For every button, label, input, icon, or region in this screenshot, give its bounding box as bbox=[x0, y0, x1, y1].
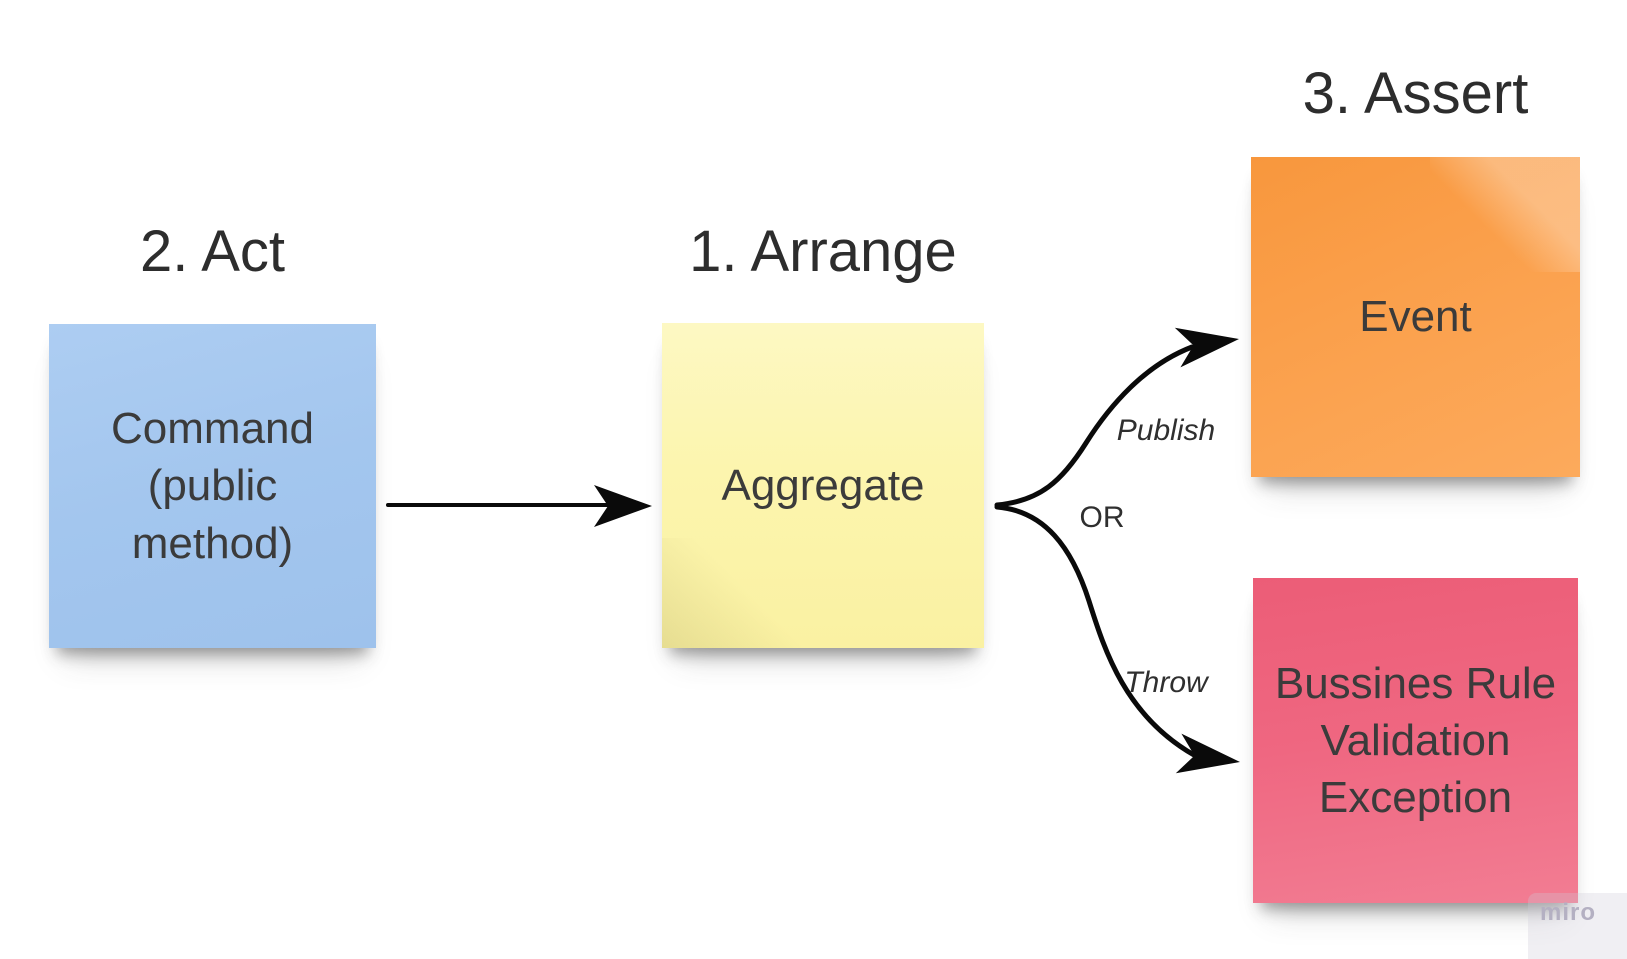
heading-act[interactable]: 2. Act bbox=[139, 219, 286, 284]
miro-watermark: miro bbox=[1528, 893, 1627, 959]
sticky-note-event-text: Event bbox=[1359, 292, 1472, 342]
connector-label-throw[interactable]: Throw bbox=[1124, 666, 1208, 699]
connector-label-publish[interactable]: Publish bbox=[1116, 414, 1216, 447]
sticky-note-exception[interactable]: Bussines Rule Validation Exception bbox=[1253, 578, 1578, 903]
sticky-note-exception-text: Bussines Rule Validation Exception bbox=[1274, 658, 1557, 823]
connector-command-to-aggregate[interactable] bbox=[386, 485, 652, 527]
sticky-note-aggregate-text: Aggregate bbox=[721, 460, 925, 510]
connector-aggregate-to-exception[interactable] bbox=[994, 504, 1240, 774]
heading-arrange[interactable]: 1. Arrange bbox=[689, 219, 957, 284]
sticky-note-event[interactable]: Event bbox=[1251, 157, 1580, 477]
sticky-note-command[interactable]: Command (public method) bbox=[49, 324, 376, 648]
miro-logo: miro bbox=[1540, 899, 1597, 926]
connector-label-or[interactable]: OR bbox=[1079, 501, 1125, 534]
connector-aggregate-to-event[interactable] bbox=[994, 327, 1239, 508]
sticky-note-aggregate[interactable]: Aggregate bbox=[662, 323, 984, 648]
sticky-note-command-text: Command (public method) bbox=[111, 404, 314, 568]
heading-assert[interactable]: 3. Assert bbox=[1302, 61, 1529, 126]
